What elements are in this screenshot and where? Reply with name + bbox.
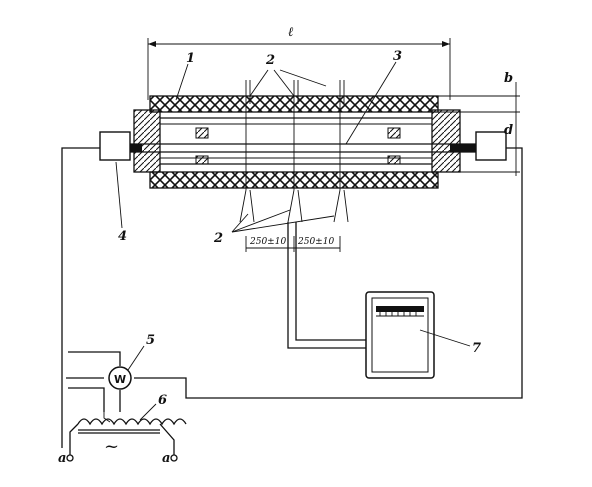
label-2-bottom: 2 [213, 231, 223, 246]
label-3: 3 [393, 49, 402, 64]
support-blocks [195, 127, 401, 165]
clamp-left [99, 131, 131, 161]
b-label: b [504, 71, 513, 86]
thermocouples-top [245, 69, 345, 190]
leader-4 [115, 161, 123, 229]
wire-watt-top [68, 351, 121, 366]
length-label: ℓ [288, 25, 294, 40]
recorder-instrument [365, 291, 435, 379]
spacing-left-label: 250±10 [249, 237, 286, 247]
leader-7 [419, 329, 471, 347]
leader-6 [139, 403, 157, 421]
label-4: 4 [118, 229, 127, 244]
specimen-rod [120, 143, 480, 153]
label-1: 1 [186, 51, 195, 66]
wattmeter-symbol: W [114, 373, 126, 386]
leader-1 [175, 63, 189, 101]
autotransformer [69, 412, 187, 456]
terminal-right [170, 454, 178, 462]
end-cap-left [133, 109, 161, 173]
wire-left-clamp [61, 147, 100, 448]
label-6: 6 [158, 393, 167, 408]
wire-right-clamp [134, 147, 523, 399]
terminal-right-label: a [162, 451, 170, 466]
label-7: 7 [472, 341, 481, 356]
spacing-right-label: 250±10 [297, 237, 334, 247]
end-cap-right [431, 109, 461, 173]
ac-symbol: ~ [104, 436, 119, 457]
label-5: 5 [146, 333, 155, 348]
d-label: d [504, 123, 513, 138]
thickness-dimensions [438, 82, 520, 176]
clamp-right [475, 131, 507, 161]
wire-watt-lower [68, 387, 105, 412]
leader-3 [345, 61, 397, 145]
leader-5 [127, 345, 145, 371]
length-dimension [147, 38, 451, 100]
lead-to-recorder-inner [295, 222, 366, 341]
terminal-left [66, 454, 74, 462]
lead-to-recorder-outer [287, 222, 366, 349]
spacing-dimension [245, 236, 341, 252]
thermocouples-bottom [231, 189, 349, 233]
wattmeter [108, 366, 132, 390]
label-2-top: 2 [265, 53, 275, 68]
terminal-left-label: a [58, 451, 66, 466]
